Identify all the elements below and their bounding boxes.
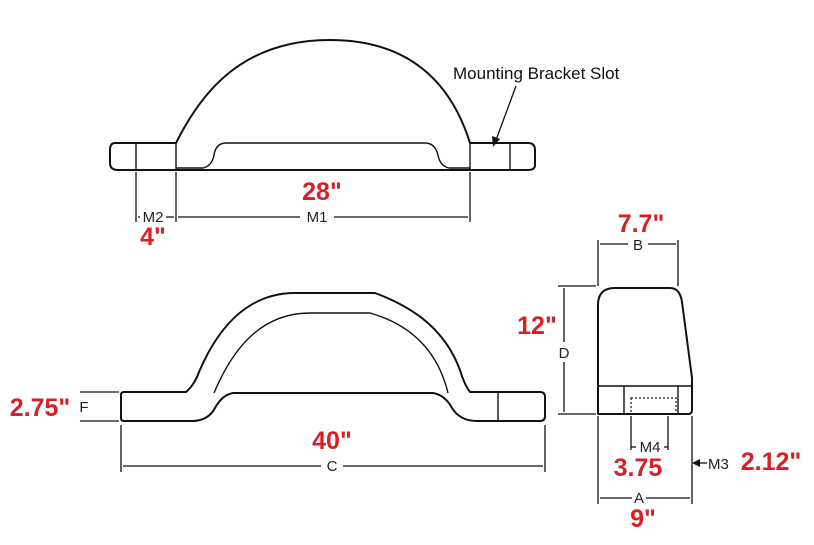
m4-measurement: 3.75 [614,454,663,482]
m3-measurement: 2.12" [741,448,802,476]
f-dimension: F 2.75" [10,391,119,422]
a-label: A [634,490,644,507]
side-view-inner-arch [213,312,449,394]
side-view [120,292,546,422]
a-dimension: A 9" [597,416,690,533]
m1-m2-dimension: M2 M1 28" 4" [135,172,471,251]
callout-arrow-head [492,136,500,147]
top-view [109,39,536,171]
d-label: D [559,345,570,362]
d-dimension: D 12" [517,285,596,415]
top-view-outline [109,39,536,171]
d-measurement: 12" [517,312,557,340]
a-measurement: 9" [630,505,656,533]
f-measurement: 2.75" [10,394,71,422]
c-label: C [327,458,338,475]
c-measurement: 40" [312,427,352,455]
m3-arrow-head [692,459,700,467]
c-dimension: C 40" [120,425,546,475]
end-view [597,287,693,415]
end-view-bracket-slot [630,397,677,415]
mounting-bracket-callout: Mounting Bracket Slot [453,64,620,147]
m3-label: M3 [708,456,729,473]
end-view-outline [597,287,693,415]
m2-label: M2 [143,209,164,226]
m1-measurement: 28" [302,178,342,206]
f-label: F [79,399,88,416]
b-measurement: 7.7" [618,210,665,238]
side-view-outline [120,292,546,422]
m4-dimension: M4 3.75 [614,416,669,482]
m2-measurement: 4" [140,223,166,251]
m4-label: M4 [640,439,661,456]
top-view-inner-channel [176,142,470,169]
right-bracket-slot [469,142,511,171]
mounting-bracket-callout-label: Mounting Bracket Slot [453,64,620,83]
m3-dimension: M3 2.12" [691,416,802,504]
b-label: B [633,237,643,254]
b-dimension: B 7.7" [597,210,679,286]
callout-leader-line [495,85,517,141]
m1-label: M1 [307,209,328,226]
left-bracket-slot [135,142,177,171]
